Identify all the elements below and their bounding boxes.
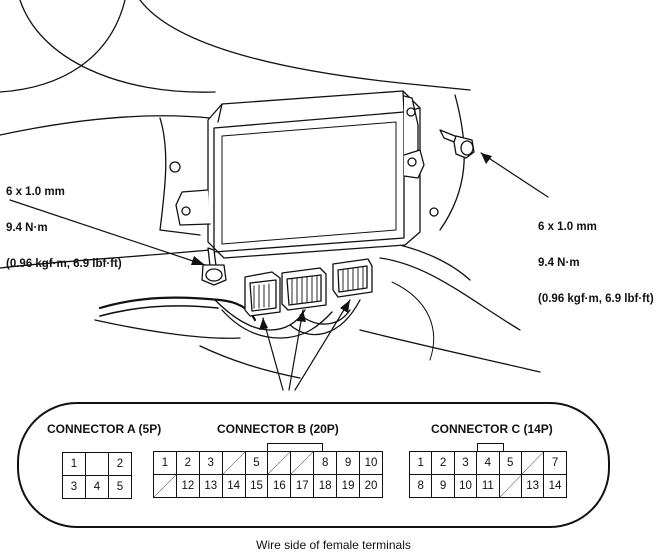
body-panel-contour xyxy=(379,257,521,331)
unused-terminal-cell xyxy=(222,452,246,475)
terminal-cell: 1 xyxy=(410,452,433,475)
terminal-cell: 4 xyxy=(477,452,500,475)
wire-harness xyxy=(99,305,219,317)
terminal-cell: 8 xyxy=(314,452,338,475)
callout-right-size: 6 x 1.0 mm xyxy=(538,221,597,233)
terminal-cell: 9 xyxy=(432,475,455,498)
terminal-cell: 12 xyxy=(176,475,200,498)
callout-right-torque: 9.4 N·m xyxy=(538,257,580,269)
caption: Wire side of female terminals xyxy=(256,538,411,552)
terminal-cell: 16 xyxy=(268,475,292,498)
terminal-cell: 3 xyxy=(454,452,478,475)
connector-b-title: CONNECTOR B (20P) xyxy=(217,422,339,436)
left-bolt xyxy=(201,247,227,286)
terminal-cell: 9 xyxy=(337,452,361,475)
callout-left-size: 6 x 1.0 mm xyxy=(6,186,65,198)
terminal-cell: 14 xyxy=(544,475,567,498)
body-panel-contour xyxy=(0,249,211,269)
terminal-cell: 7 xyxy=(544,452,567,475)
unused-terminal-cell xyxy=(291,452,315,475)
terminal-cell: 19 xyxy=(337,475,361,498)
body-panel-contour xyxy=(139,0,471,91)
terminal-cell: 2 xyxy=(109,453,132,476)
terminal-cell: 20 xyxy=(360,475,383,498)
unused-terminal-cell xyxy=(268,452,292,475)
terminal-cell: 5 xyxy=(499,452,522,475)
wire-harness xyxy=(289,299,361,336)
terminal-cell: 8 xyxy=(410,475,433,498)
terminal-cell: 10 xyxy=(454,475,478,498)
terminal-cell: 1 xyxy=(154,452,177,475)
body-panel-contour xyxy=(439,94,465,231)
terminal-cell: 5 xyxy=(109,476,132,499)
connector-a-title: CONNECTOR A (5P) xyxy=(47,422,162,436)
connector-pinout-panel xyxy=(17,402,610,528)
terminal-cell: 13 xyxy=(521,475,545,498)
wire-harness xyxy=(98,296,257,322)
body-panel-contour xyxy=(0,115,211,136)
right-bolt xyxy=(439,129,475,159)
terminal-cell: 3 xyxy=(199,452,223,475)
connector-c-key xyxy=(477,443,504,451)
terminal-cell: 2 xyxy=(176,452,200,475)
leader-line-right xyxy=(480,152,549,198)
body-panel-contour xyxy=(384,241,471,281)
terminal-cell: 5 xyxy=(245,452,269,475)
body-panel-contour xyxy=(159,117,201,236)
terminal-cell: 1 xyxy=(63,453,86,476)
panel-hole xyxy=(429,207,439,217)
leader-line-left xyxy=(9,199,206,266)
key-slot-cell xyxy=(86,453,109,476)
connector-c-title: CONNECTOR C (14P) xyxy=(431,422,553,436)
terminal-cell: 18 xyxy=(314,475,338,498)
body-panel-contour xyxy=(359,329,541,373)
unused-terminal-cell xyxy=(521,452,545,475)
callout-right-torque-alt: (0.96 kgf·m, 6.9 lbf·ft) xyxy=(538,293,654,305)
torque-callout-left: 6 x 1.0 mm 9.4 N·m (0.96 kgf·m, 6.9 lbf·… xyxy=(6,162,122,282)
terminal-cell: 11 xyxy=(477,475,500,498)
control-unit xyxy=(175,90,425,259)
connector-b-body xyxy=(281,267,327,311)
terminal-cell: 4 xyxy=(86,476,109,499)
body-panel-contour xyxy=(94,319,241,339)
connector-b-key xyxy=(267,443,323,451)
terminal-cell: 15 xyxy=(245,475,269,498)
callout-left-torque: 9.4 N·m xyxy=(6,222,48,234)
torque-callout-right: 6 x 1.0 mm 9.4 N·m (0.96 kgf·m, 6.9 lbf·… xyxy=(538,197,654,317)
wire-harness xyxy=(221,309,333,339)
unused-terminal-cell xyxy=(154,475,177,498)
connector-a-body xyxy=(244,271,281,317)
body-panel-contour xyxy=(199,345,301,379)
terminal-cell: 17 xyxy=(291,475,315,498)
leader-line-connectors xyxy=(262,299,351,391)
connector-c-body xyxy=(332,258,373,298)
terminal-cell: 13 xyxy=(199,475,223,498)
body-panel-contour xyxy=(391,281,435,361)
unused-terminal-cell xyxy=(499,475,522,498)
panel-hole xyxy=(169,161,181,173)
terminal-cell: 14 xyxy=(222,475,246,498)
mounting-illustration xyxy=(0,0,549,391)
callout-left-torque-alt: (0.96 kgf·m, 6.9 lbf·ft) xyxy=(6,258,122,270)
body-panel-contour xyxy=(0,0,126,93)
terminal-cell: 3 xyxy=(63,476,86,499)
terminal-cell: 10 xyxy=(360,452,383,475)
terminal-cell: 2 xyxy=(432,452,455,475)
body-panel-contour xyxy=(19,0,216,93)
